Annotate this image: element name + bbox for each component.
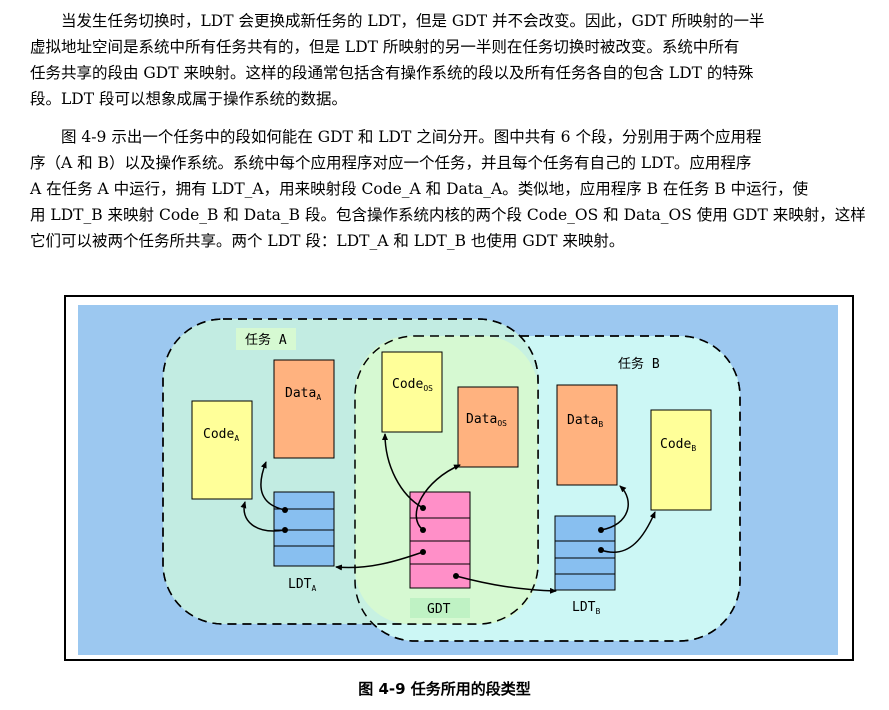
task-a-label-bg [236,328,296,350]
paragraph-line: A 在任务 A 中运行，拥有 LDT_A，用来映射段 Code_A 和 Data… [30,180,809,198]
code-a-label: CodeA [203,427,239,443]
data-os-label: DataOS [466,412,507,428]
code-b-label: CodeB [660,437,696,453]
paragraph-line: 虚拟地址空间是系统中所有任务共有的，但是 LDT 所映射的另一半则在任务切换时被… [30,38,740,56]
paragraph-line: 任务共享的段由 GDT 来映射。这样的段通常包括含有操作系统的段以及所有任务各自… [30,64,754,82]
data-b-label: DataB [567,413,603,429]
task-b-label: 任务 B [618,356,660,372]
data-a-segment [273,359,335,459]
paragraph-line: 当发生任务切换时，LDT 会更换成新任务的 LDT，但是 GDT 并不会改变。因… [61,12,765,30]
paragraph-line: 序（A 和 B）以及操作系统。系统中每个应用程序对应一个任务，并且每个任务有自己… [30,154,752,172]
code-os-segment [381,351,443,433]
data-b-segment [556,384,618,486]
gdt-label-bg [410,598,470,618]
paragraph-2: 图 4-9 示出一个任务中的段如何能在 GDT 和 LDT 之间分开。图中共有 … [30,124,866,254]
mapping-arrows [240,433,656,594]
code-a-segment [191,400,253,500]
figure-caption: 图 4-9 任务所用的段类型 [358,680,531,698]
paragraph-line: 图 4-9 示出一个任务中的段如何能在 GDT 和 LDT 之间分开。图中共有 … [61,128,762,146]
ldt-a-label: LDTA [288,577,316,593]
task-a-outline [162,318,539,625]
data-a-label: DataA [285,386,321,402]
paragraph-line: 用 LDT_B 来映射 Code_B 和 Data_B 段。包含操作系统内核的两… [30,206,866,224]
gdt-label: GDT [427,602,451,617]
ldt-b-table [554,515,616,591]
task-b-outline [354,335,741,642]
task-a-label: 任务 A [245,332,287,348]
ldt-b-label: LDTB [572,600,600,616]
paragraph-1: 当发生任务切换时，LDT 会更换成新任务的 LDT，但是 GDT 并不会改变。因… [30,8,860,112]
paragraph-line: 它们可以被两个任务所共享。两个 LDT 段：LDT_A 和 LDT_B 也使用 … [30,232,625,250]
code-os-label: CodeOS [392,377,433,393]
code-b-segment [650,409,712,511]
paragraph-line: 段。LDT 段可以想象成属于操作系统的数据。 [30,90,347,108]
data-os-segment [457,386,519,468]
